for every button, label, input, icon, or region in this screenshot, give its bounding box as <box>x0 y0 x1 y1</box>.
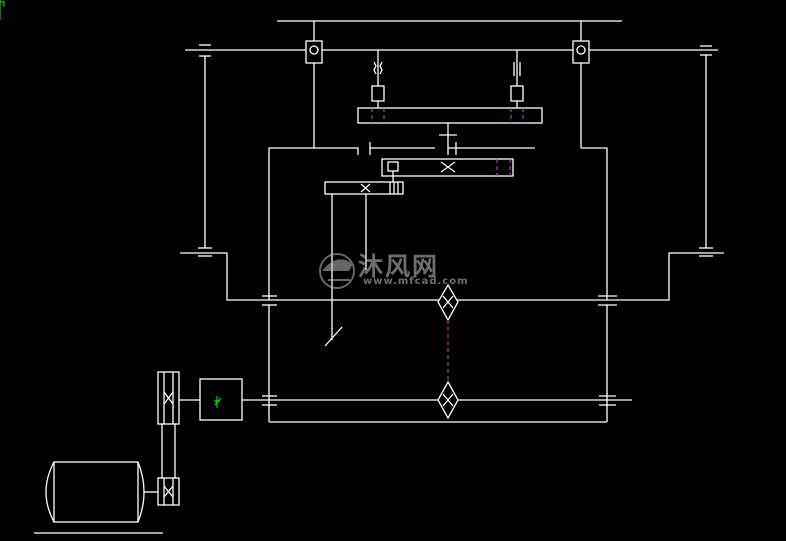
motor <box>34 461 163 534</box>
watermark-url: www.mfcad.com <box>363 276 469 287</box>
reducer-box <box>199 378 243 421</box>
watermark-cn: 沐风网 <box>358 252 440 281</box>
reducer-green-mark <box>214 396 222 408</box>
bearing-right-bottom <box>699 247 713 257</box>
bearing-low-right <box>599 395 616 406</box>
slider-block-left <box>371 85 385 102</box>
slider-block-right <box>510 85 524 102</box>
frame-left <box>180 252 270 301</box>
frame-right <box>608 252 724 301</box>
bearing-low-left <box>262 395 277 406</box>
spring-right <box>513 62 521 76</box>
corner-green-mark <box>0 0 5 20</box>
belt-drive <box>157 371 180 506</box>
upper-beam <box>357 107 543 124</box>
bearing-left-bottom <box>198 247 212 257</box>
bevel-gear-lower <box>437 380 459 420</box>
lower-small-bar <box>324 181 404 195</box>
spring-left <box>373 61 383 75</box>
watermark-logo <box>319 253 355 289</box>
coupling-right <box>572 40 590 64</box>
coupling-left <box>305 40 323 64</box>
bevel-gear-upper <box>437 283 459 322</box>
